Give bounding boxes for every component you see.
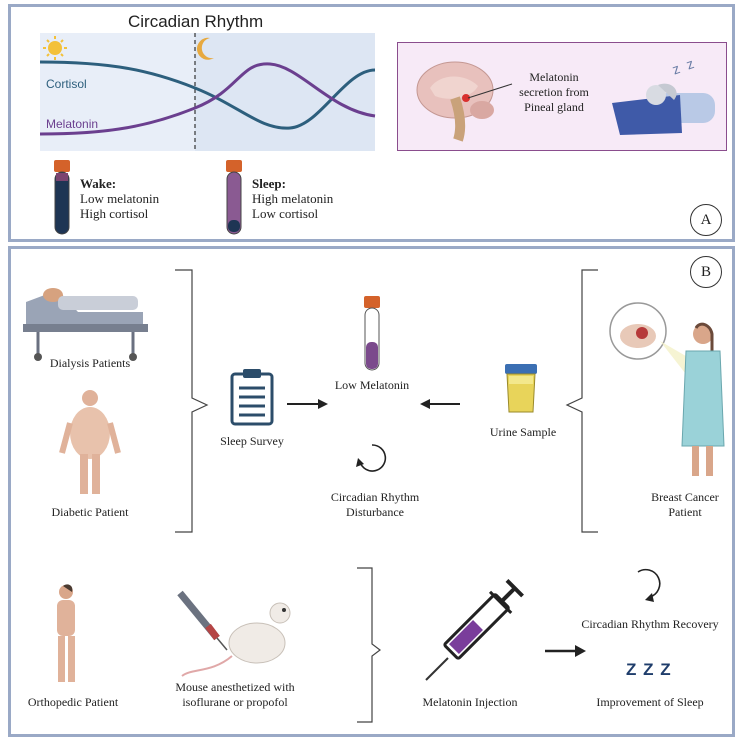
melatonin-injection-label: Melatonin Injection <box>422 695 518 709</box>
sleep-tube-icon <box>226 160 242 235</box>
panel-a-label: A <box>690 204 722 236</box>
sleep-survey-label: Sleep Survey <box>220 434 284 448</box>
sleep-title: Sleep: <box>252 176 286 191</box>
melatonin-syringe-icon <box>425 579 524 681</box>
pineal-line-3: Pineal gland <box>524 100 584 114</box>
cortisol-label: Cortisol <box>46 77 87 91</box>
urine-sample-icon <box>505 364 537 413</box>
diabetic-patient-icon <box>59 390 121 494</box>
circadian-disturbance-line-2: Disturbance <box>346 505 404 519</box>
melatonin-curve <box>39 62 376 136</box>
dialysis-label: Dialysis Patients <box>49 356 131 370</box>
improvement-sleep-label: Improvement of Sleep <box>596 695 704 709</box>
sleeping-person-icon <box>612 83 715 135</box>
mouse-label-line-1: Mouse anesthetized with <box>175 680 295 694</box>
clipboard-icon <box>230 369 274 426</box>
breast-cancer-patient-icon <box>609 302 725 476</box>
circadian-disturbance-line-1: Circadian Rhythm <box>330 490 420 504</box>
urine-sample-label: Urine Sample <box>489 425 557 439</box>
melatonin-label: Melatonin <box>46 117 99 131</box>
right-bracket <box>565 269 598 533</box>
sleep-line-2: Low cortisol <box>252 206 319 221</box>
pineal-line-1: Melatonin <box>529 70 579 84</box>
sun-icon <box>43 36 67 60</box>
low-melatonin-label: Low Melatonin <box>334 378 410 392</box>
wake-line-1: Low melatonin <box>80 191 160 206</box>
breast-cancer-line-2: Patient <box>668 505 702 519</box>
circadian-recovery-label: Circadian Rhythm Recovery <box>581 617 719 631</box>
orthopedic-patient-icon <box>57 584 75 682</box>
breast-cancer-line-1: Breast Cancer <box>651 490 719 504</box>
orthopedic-label: Orthopedic Patient <box>27 695 119 709</box>
diabetic-label: Diabetic Patient <box>51 505 129 519</box>
mouse-label-line-2: isoflurane or propofol <box>182 695 288 709</box>
circadian-rhythm-title: Circadian Rhythm <box>128 12 264 31</box>
zzz-icon: Z Z Z <box>626 660 672 679</box>
panel-b <box>8 246 735 737</box>
left-bracket <box>175 269 209 533</box>
low-melatonin-tube-icon <box>364 296 380 371</box>
lower-bracket <box>357 567 381 723</box>
sleep-line-1: High melatonin <box>252 191 334 206</box>
brain-icon <box>416 61 494 142</box>
wake-title: Wake: <box>80 176 117 191</box>
wake-tube-icon <box>54 160 70 235</box>
pineal-line-2: secretion from <box>519 85 589 99</box>
moon-icon <box>196 37 214 60</box>
mouse-syringe-icon <box>177 590 291 677</box>
dialysis-bed-icon <box>23 288 148 361</box>
panel-b-label: B <box>690 256 722 288</box>
wake-line-2: High cortisol <box>80 206 149 221</box>
panel-a <box>8 4 735 242</box>
